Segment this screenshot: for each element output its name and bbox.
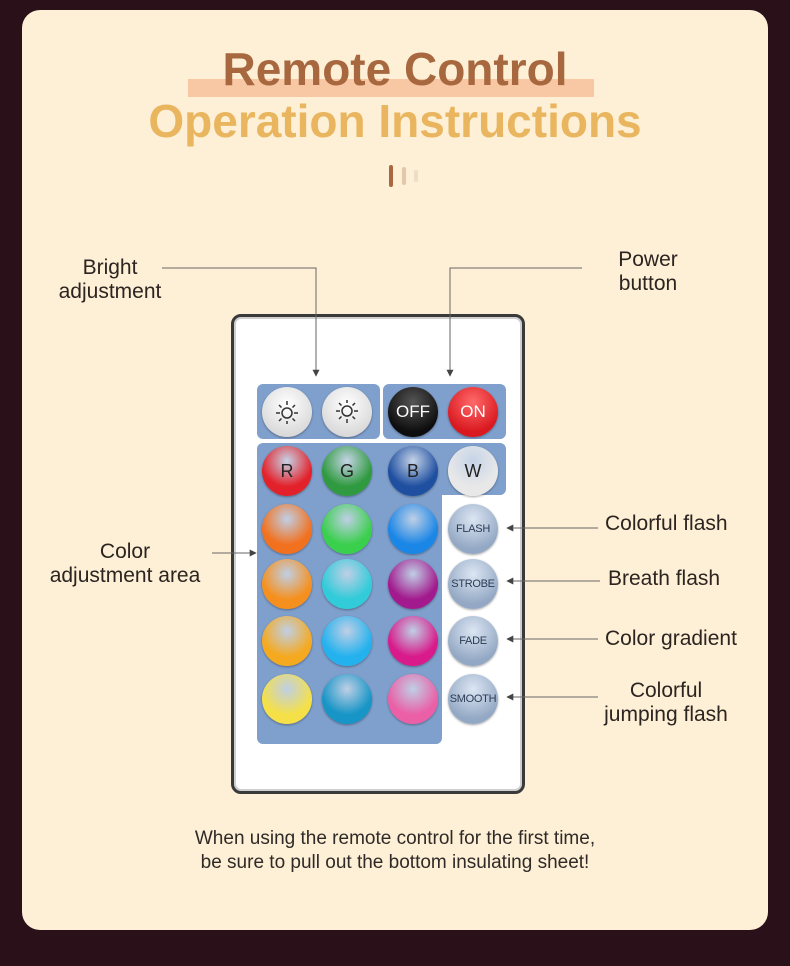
color-button-r4-c1[interactable] [262, 674, 312, 724]
color-button-r3-c3[interactable] [388, 616, 438, 666]
white-button[interactable]: W [448, 446, 498, 496]
sun-down-icon [336, 400, 358, 423]
red-label: R [280, 460, 294, 481]
fade-button[interactable]: FADE [448, 616, 498, 666]
breath-flash-label: Breath flash [608, 567, 721, 590]
color-button-r1-c3[interactable] [388, 504, 438, 554]
on-button[interactable]: ON [448, 387, 498, 437]
smooth-button[interactable]: SMOOTH [448, 674, 498, 724]
brightness-down-button[interactable] [322, 387, 372, 437]
title-line-1: Remote Control [222, 43, 568, 95]
flash-button[interactable]: FLASH [448, 504, 498, 554]
color-button-r2-c3[interactable] [388, 559, 438, 609]
white-label: W [464, 460, 482, 481]
colorful-flash-label: Colorful flash [605, 512, 728, 535]
title-highlight [188, 79, 594, 97]
green-label: G [339, 460, 354, 481]
color-button-r3-c2[interactable] [322, 616, 372, 666]
note-line-2: be sure to pull out the bottom insulatin… [200, 852, 590, 873]
blue-button[interactable]: B [388, 446, 438, 496]
color-gradient-label: Color gradient [605, 627, 737, 650]
color-button-r2-c1[interactable] [262, 559, 312, 609]
off-button[interactable]: OFF [388, 387, 438, 437]
color-button-r2-c2[interactable] [322, 559, 372, 609]
blue-label: B [406, 460, 419, 481]
brightness-up-button[interactable] [262, 387, 312, 437]
note-line-1: When using the remote control for the fi… [194, 828, 596, 849]
title-line-2: Operation Instructions [148, 95, 642, 147]
color-button-r1-c2[interactable] [322, 504, 372, 554]
red-button[interactable]: R [262, 446, 312, 496]
remote-control: OFF ON R G B W FLASH STROBE FADE SMOOTH [231, 314, 525, 794]
color-button-r4-c3[interactable] [388, 674, 438, 724]
color-button-r1-c1[interactable] [262, 504, 312, 554]
strobe-button[interactable]: STROBE [448, 559, 498, 609]
color-button-r4-c2[interactable] [322, 674, 372, 724]
color-button-r3-c1[interactable] [262, 616, 312, 666]
green-button[interactable]: G [322, 446, 372, 496]
sun-up-icon [276, 401, 298, 424]
